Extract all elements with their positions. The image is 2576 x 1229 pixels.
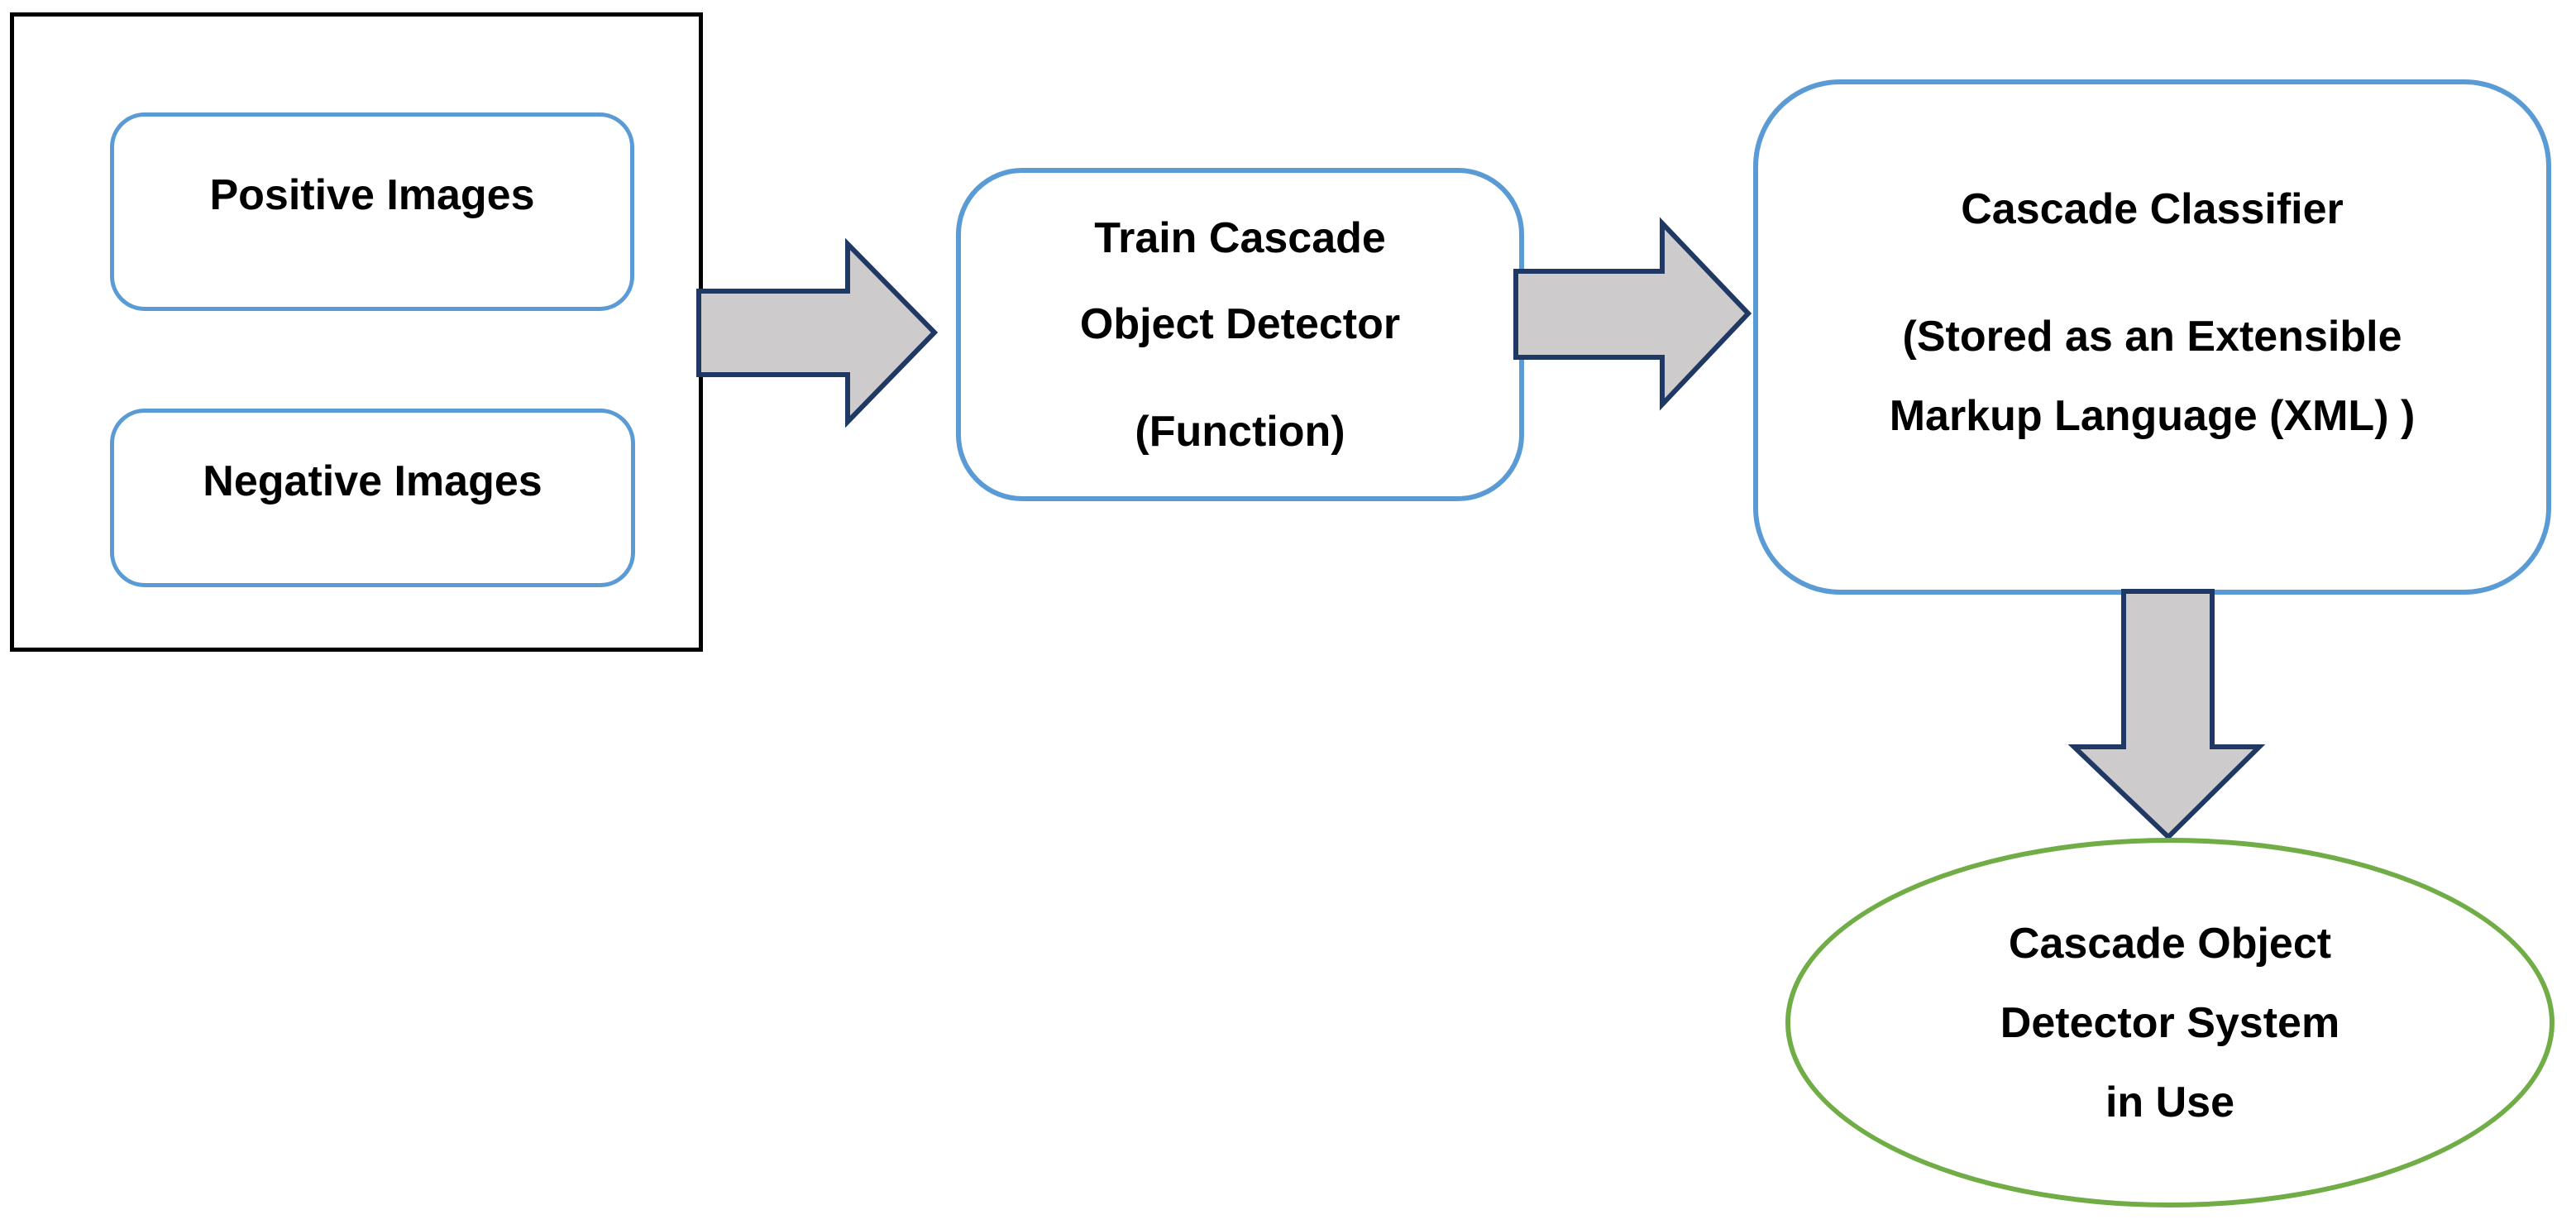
train-cascade-detector-box: Train Cascade Object Detector (Function) xyxy=(956,168,1524,501)
positive-images-label: Positive Images xyxy=(209,171,535,219)
negative-images-box: Negative Images xyxy=(110,409,635,587)
detector-system-in-use-ellipse: Cascade Object Detector System in Use xyxy=(1785,838,2554,1207)
train-box-line: (Function) xyxy=(1135,407,1345,456)
system-ellipse-line: Detector System xyxy=(2000,998,2340,1047)
system-ellipse-line: in Use xyxy=(2105,1078,2235,1126)
flow-arrow-right-icon xyxy=(696,237,939,428)
classifier-box-line: Cascade Classifier xyxy=(1961,184,2344,233)
flow-arrow-right-icon xyxy=(1513,217,1752,411)
classifier-box-line: Markup Language (XML) ) xyxy=(1889,391,2416,440)
training-images-group-box: Positive Images Negative Images xyxy=(10,12,703,652)
system-ellipse-line: Cascade Object xyxy=(2008,919,2332,968)
classifier-box-line: (Stored as an Extensible xyxy=(1902,312,2402,361)
negative-images-label: Negative Images xyxy=(203,457,542,505)
train-box-line: Train Cascade xyxy=(1094,213,1386,262)
cascade-classifier-box: Cascade Classifier (Stored as an Extensi… xyxy=(1753,79,2551,595)
flow-arrow-down-icon xyxy=(2067,589,2266,841)
positive-images-box: Positive Images xyxy=(110,112,634,311)
train-box-line: Object Detector xyxy=(1079,299,1401,348)
